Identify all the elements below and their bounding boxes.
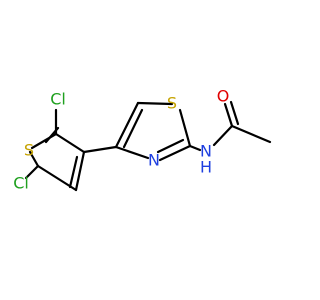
bond-c2-n-thiazole [158,144,192,162]
bond-c3-c4 [74,150,86,192]
hydrogen-amide-label: H [200,158,212,177]
bond-n-c4-thiazole [114,145,150,160]
bond-nh-carbonyl [212,124,234,147]
bond-c3-c4-double [68,155,79,189]
bond-c5-s-thiazole [136,101,174,106]
sulfur-thiazole-label: S [167,94,177,113]
bond-c4-c5 [36,164,78,192]
chlorine-bottom-label: Cl [13,174,29,193]
bond-c2-nh [188,144,202,152]
bond-carbonyl-methyl [230,124,272,144]
bond-carbonyl-o-double [229,100,240,126]
bond-carbonyl-o [223,102,234,128]
bond-ring-link [82,145,118,154]
bond-c2-c3 [54,132,86,154]
acetamide-group [188,100,272,152]
chlorine-top-label: Cl [50,90,66,109]
thiazole-ring [114,101,192,162]
bond-c2-n-thiazole-double [156,138,185,154]
bond-c5-s [28,150,40,168]
molecule-structure: Cl Cl S S N N H O [13,87,272,193]
nitrogen-thiazole-label: N [148,151,160,170]
sulfur-thiophene-label: S [24,141,34,160]
nitrogen-amide-label: N [200,142,212,161]
bond-s-c2-thiazole [178,108,192,148]
thiophene-ring [24,108,86,192]
bond-c4-c5-thiazole-double [122,108,144,149]
oxygen-carbonyl-label: O [217,87,230,106]
bond-c4-c5-thiazole [114,101,140,149]
bond-c5-cl [24,164,40,180]
